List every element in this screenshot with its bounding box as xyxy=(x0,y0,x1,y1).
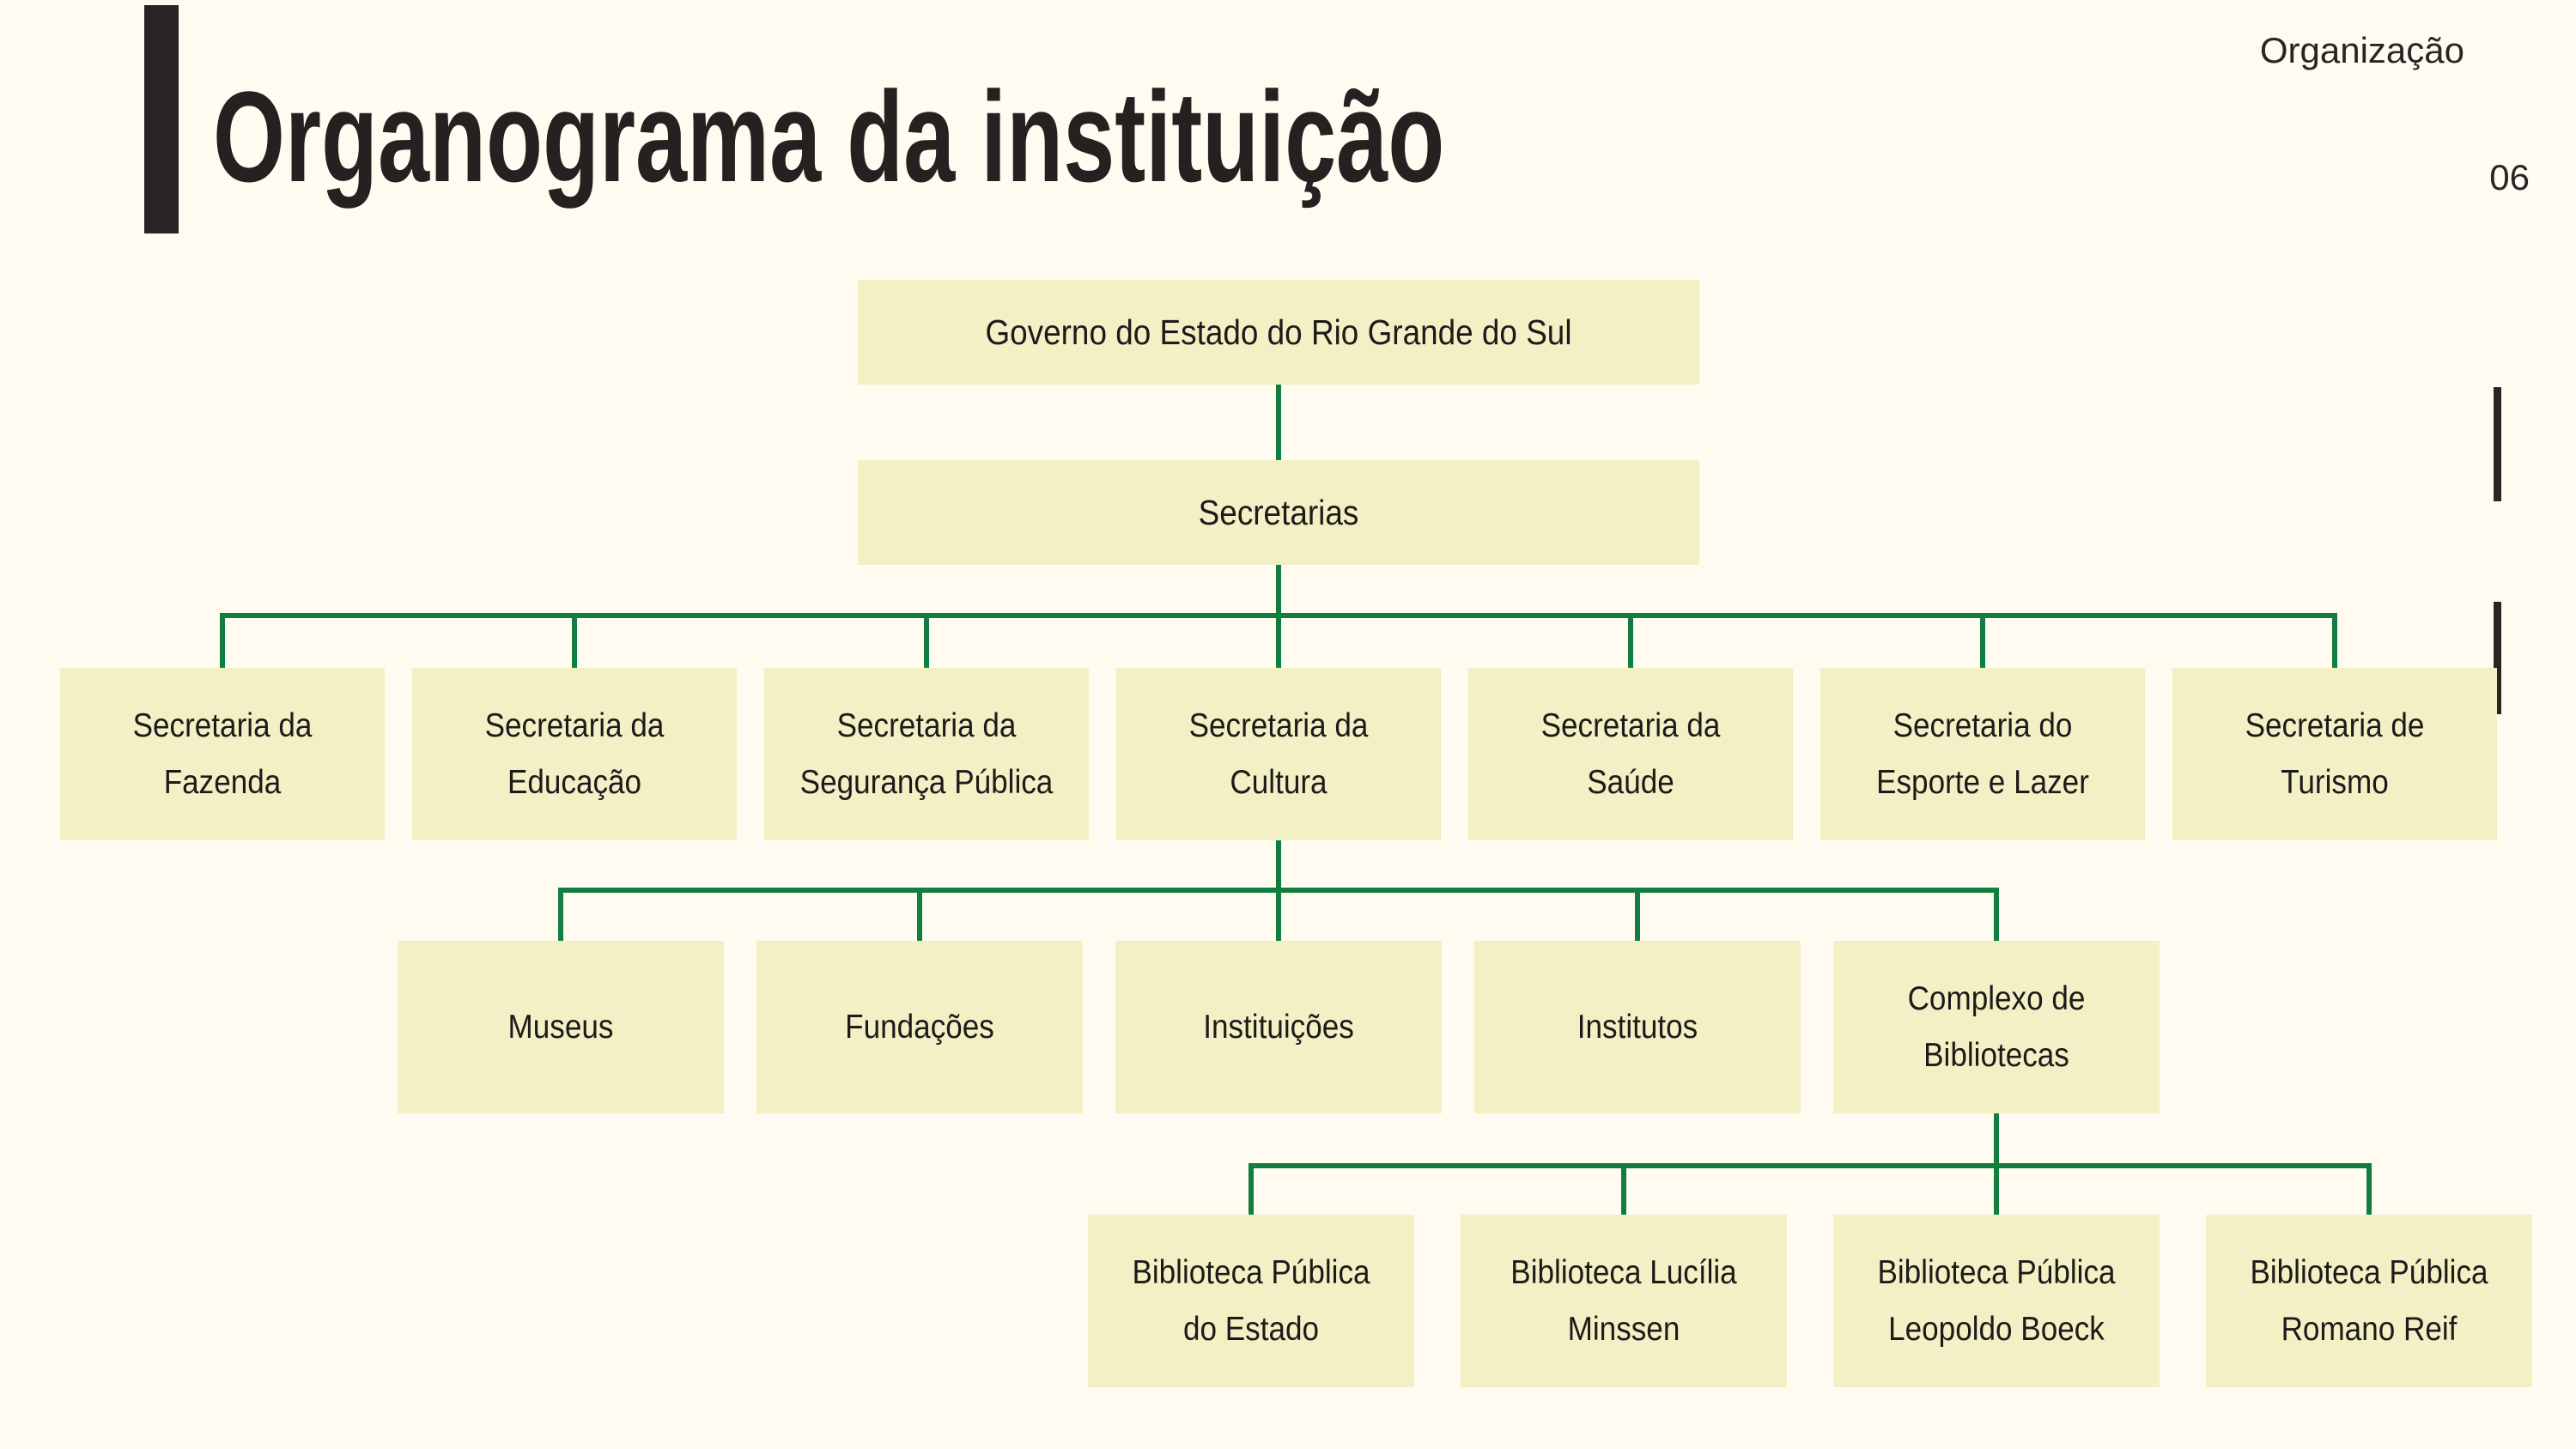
title-accent-bar xyxy=(144,5,179,233)
connector-stub-turismo xyxy=(2332,613,2337,668)
org-node-label: Biblioteca Pública do Estado xyxy=(1132,1253,1370,1348)
org-node-educacao: Secretaria da Educação xyxy=(412,668,737,840)
org-node-label: Museus xyxy=(507,1008,614,1046)
org-node-biblioteca-leopoldo-boeck: Biblioteca Pública Leopoldo Boeck xyxy=(1833,1215,2160,1387)
connector-cultura-trunk xyxy=(1276,840,1281,889)
org-node-label: Secretaria do Esporte e Lazer xyxy=(1876,706,2089,801)
connector-stub-fazenda xyxy=(220,613,225,668)
connector-stub-romano xyxy=(2366,1163,2372,1216)
org-node-cultura: Secretaria da Cultura xyxy=(1116,668,1441,840)
connector-stub-fundacoes xyxy=(917,888,922,941)
org-node-saude: Secretaria da Saúde xyxy=(1468,668,1793,840)
org-node-institutos: Institutos xyxy=(1474,941,1801,1113)
org-node-biblioteca-lucilia-minssen: Biblioteca Lucília Minssen xyxy=(1461,1215,1787,1387)
org-node-label: Governo do Estado do Rio Grande do Sul xyxy=(985,312,1572,352)
right-edge-tick-top xyxy=(2494,387,2501,501)
connector-secretarias-trunk xyxy=(1276,565,1281,615)
org-node-biblioteca-publica-estado: Biblioteca Pública do Estado xyxy=(1088,1215,1414,1387)
org-node-label: Biblioteca Pública Romano Reif xyxy=(2250,1253,2488,1348)
org-node-label: Secretaria de Turismo xyxy=(2245,706,2425,801)
org-node-fundacoes: Fundações xyxy=(756,941,1083,1113)
right-edge-tick-bottom xyxy=(2494,602,2501,714)
org-node-secretarias: Secretarias xyxy=(858,460,1699,565)
page-title: Organograma da instituição xyxy=(213,64,1445,209)
connector-stub-seguranca xyxy=(924,613,929,668)
page-number: 06 xyxy=(2489,157,2530,197)
connector-complexo-trunk xyxy=(1994,1113,1999,1165)
org-node-label: Biblioteca Lucília Minssen xyxy=(1510,1253,1737,1348)
org-node-label: Secretaria da Cultura xyxy=(1188,706,1369,801)
connector-stub-saude xyxy=(1628,613,1633,668)
org-node-label: Secretaria da Educação xyxy=(484,706,665,801)
connector-stub-cultura xyxy=(1276,613,1281,668)
connector-level5-branch xyxy=(1249,1163,2372,1168)
org-node-label: Secretaria da Saúde xyxy=(1540,706,1721,801)
org-node-complexo-bibliotecas: Complexo de Bibliotecas xyxy=(1833,941,2160,1113)
org-node-label: Complexo de Bibliotecas xyxy=(1907,979,2086,1074)
connector-stub-museus xyxy=(558,888,563,941)
connector-stub-educacao xyxy=(572,613,577,668)
connector-stub-lucilia xyxy=(1621,1163,1626,1216)
org-node-label: Fundações xyxy=(845,1008,994,1046)
eyebrow-label: Organização xyxy=(2259,30,2464,70)
org-node-label: Instituições xyxy=(1203,1008,1354,1046)
org-node-fazenda: Secretaria da Fazenda xyxy=(60,668,385,840)
org-node-label: Institutos xyxy=(1577,1008,1698,1046)
connector-stub-bpe xyxy=(1249,1163,1254,1216)
connector-stub-instituicoes xyxy=(1276,888,1281,941)
connector-stub-institutos xyxy=(1635,888,1640,941)
org-node-instituicoes: Instituições xyxy=(1115,941,1442,1113)
org-node-label: Secretaria da Fazenda xyxy=(132,706,313,801)
org-node-label: Secretarias xyxy=(1198,493,1359,532)
org-node-esporte-lazer: Secretaria do Esporte e Lazer xyxy=(1820,668,2145,840)
org-node-seguranca-publica: Secretaria da Segurança Pública xyxy=(764,668,1089,840)
connector-stub-esporte xyxy=(1980,613,1985,668)
connector-stub-leopoldo xyxy=(1994,1163,1999,1216)
org-node-biblioteca-romano-reif: Biblioteca Pública Romano Reif xyxy=(2206,1215,2532,1387)
org-node-turismo: Secretaria de Turismo xyxy=(2172,668,2497,840)
connector-stub-complexo xyxy=(1994,888,1999,941)
org-node-label: Secretaria da Segurança Pública xyxy=(799,706,1054,801)
connector-root-secretarias xyxy=(1276,385,1281,460)
org-node-museus: Museus xyxy=(398,941,724,1113)
org-node-label: Biblioteca Pública Leopoldo Boeck xyxy=(1877,1253,2116,1348)
org-node-governo: Governo do Estado do Rio Grande do Sul xyxy=(858,280,1699,385)
